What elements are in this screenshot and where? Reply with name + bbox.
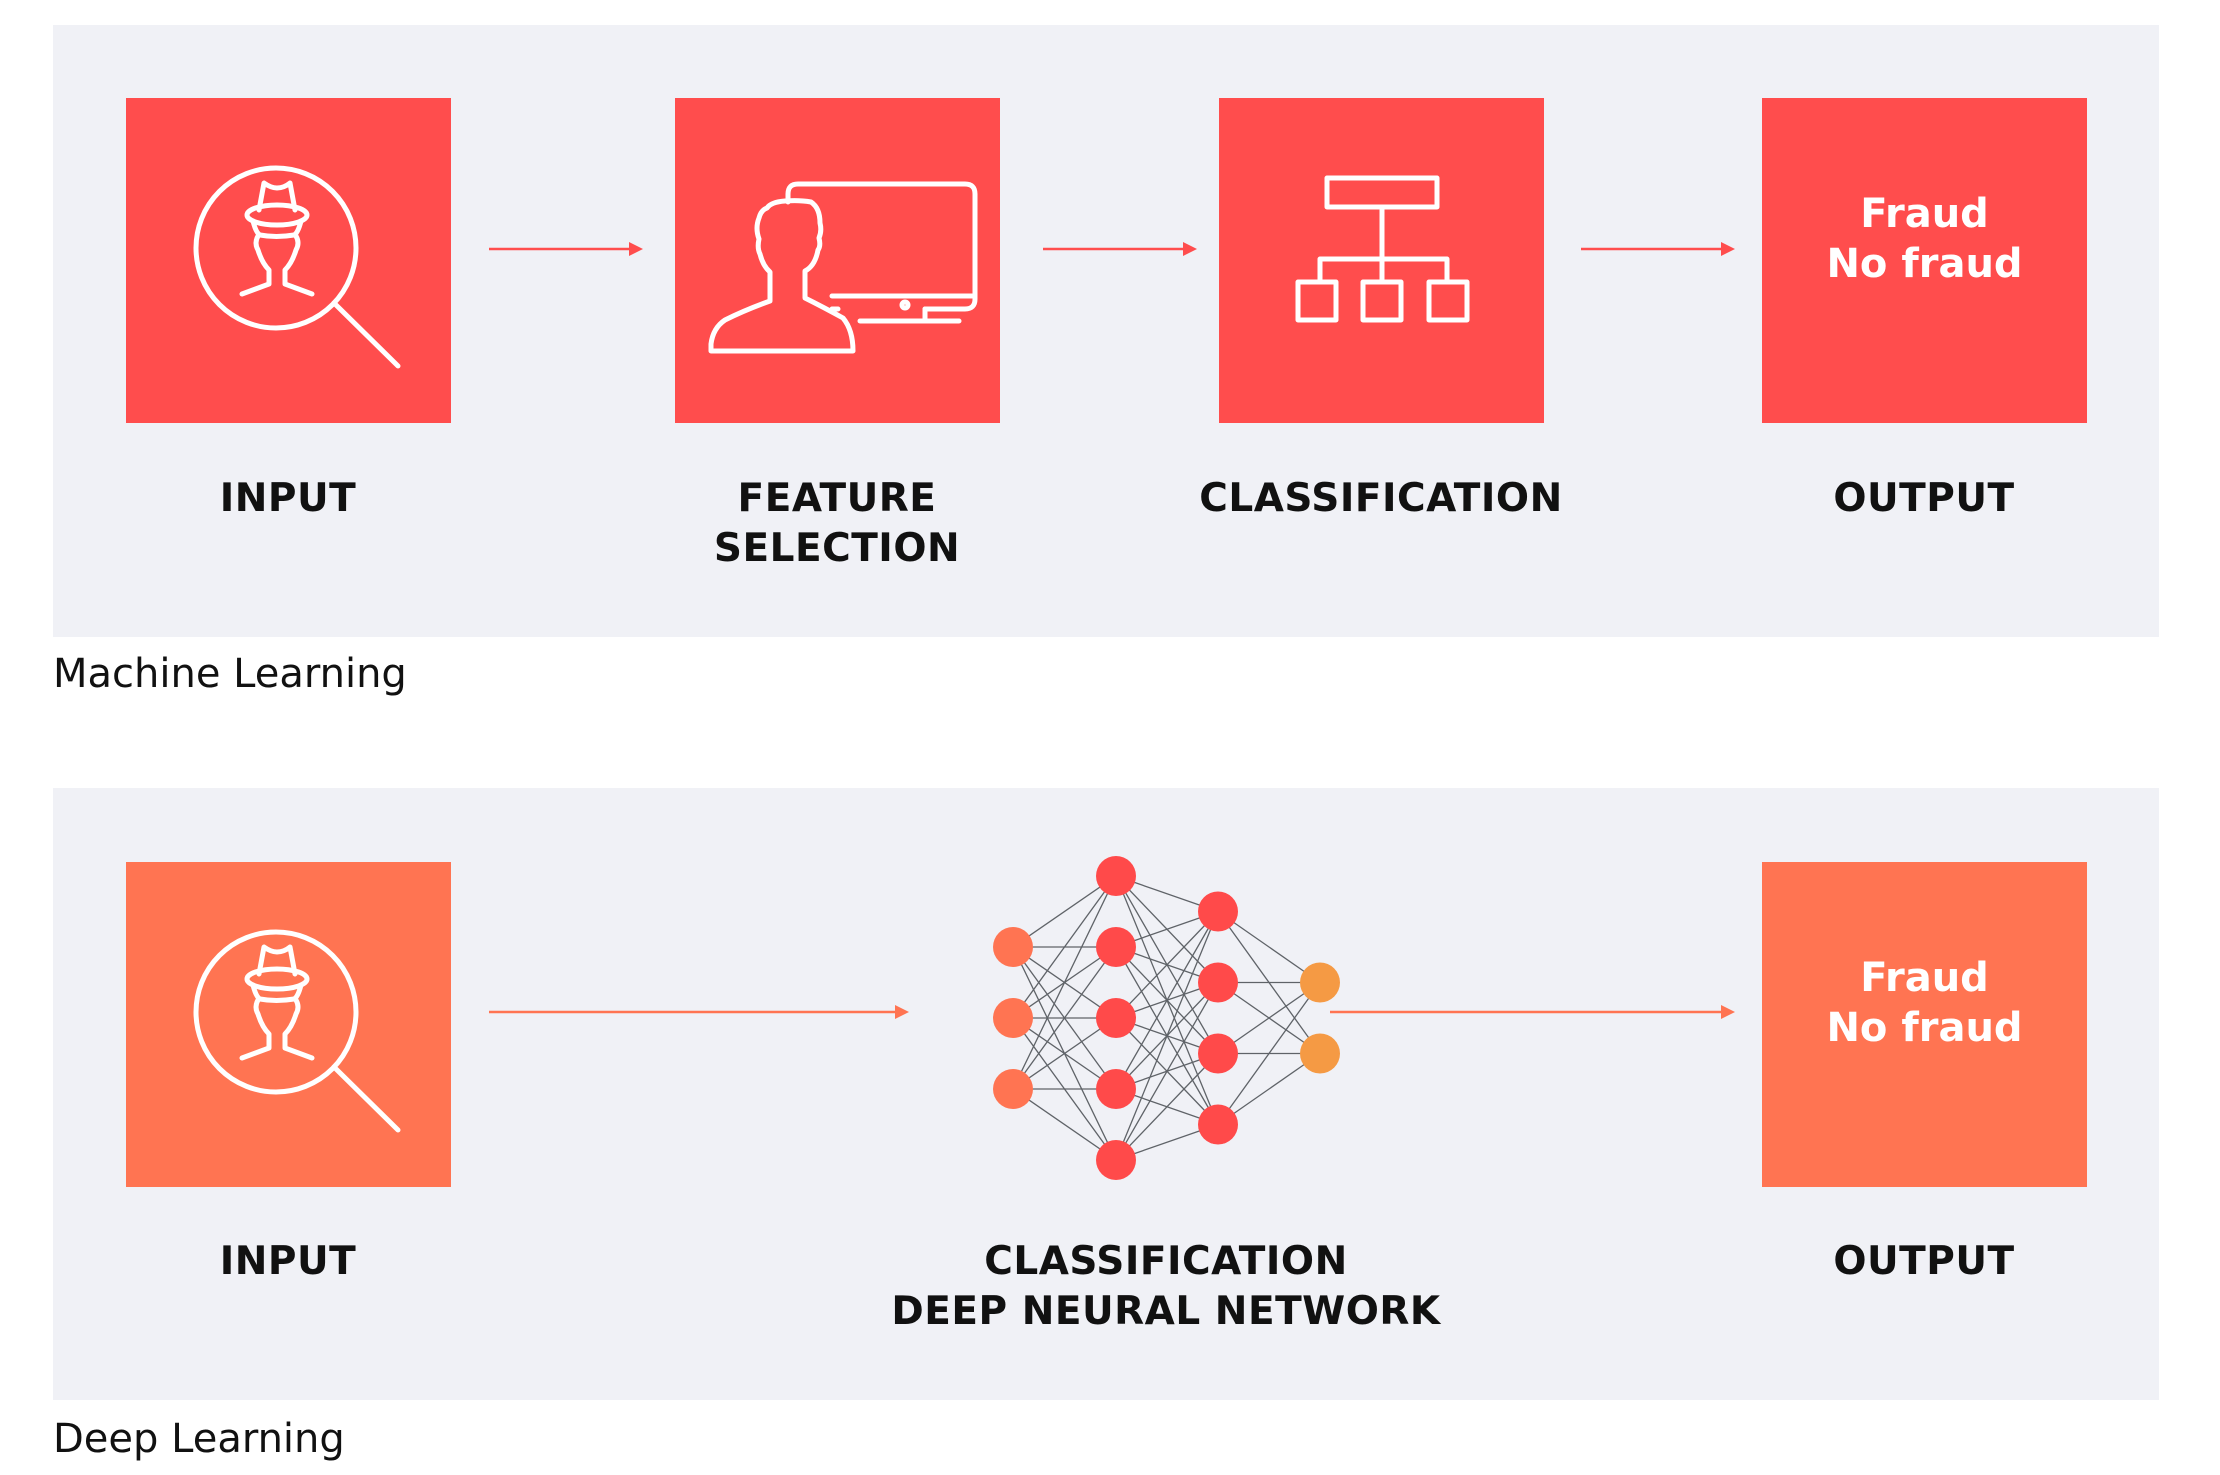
nn-edge-l0-2-1	[1012, 946, 1117, 1090]
nn-node-l0-1	[993, 998, 1033, 1038]
nn-edge-l0-2-4	[1012, 1088, 1117, 1161]
ml-arrow-3	[1581, 242, 1735, 256]
nn-edge-l1-4-1	[1115, 982, 1219, 1161]
dl-arrow-1	[489, 1005, 909, 1019]
nn-node-l1-2	[1096, 998, 1136, 1038]
nn-node-l3-1	[1300, 1033, 1340, 1074]
nn-edge-l1-2-0	[1115, 911, 1219, 1019]
ml-arrow-2	[1043, 242, 1197, 256]
nn-node-l2-2	[1198, 1033, 1238, 1074]
deep-learning-panel: Fraud No fraud INPUT CLASSIFICATION DEEP…	[53, 788, 2159, 1400]
ml-classification-box	[1219, 98, 1544, 423]
nn-node-l2-1	[1198, 962, 1238, 1003]
dl-output-box: Fraud No fraud	[1762, 862, 2087, 1187]
dl-input-box	[126, 862, 451, 1187]
ml-feature-selection-label: FEATURE SELECTION	[713, 476, 961, 571]
nn-edge-l1-4-2	[1115, 1053, 1219, 1161]
nn-node-l1-1	[1096, 927, 1136, 967]
nn-edge-l1-3-0	[1115, 911, 1219, 1090]
nn-node-l0-2	[993, 1069, 1033, 1109]
nn-edge-l2-3-1	[1217, 1052, 1321, 1126]
nn-node-l2-0	[1198, 891, 1238, 932]
nn-edge-l1-4-0	[1115, 911, 1219, 1161]
hierarchy-icon	[1295, 175, 1470, 323]
detective-search-icon	[193, 929, 401, 1133]
nn-node-l2-3	[1198, 1104, 1238, 1145]
ml-arrow-1	[489, 242, 643, 256]
detective-search-icon	[193, 165, 401, 369]
ml-output-text: Fraud No fraud	[1826, 190, 2023, 287]
ml-classification-label: CLASSIFICATION	[1199, 476, 1563, 521]
nn-edge-l2-2-0	[1217, 981, 1321, 1055]
nn-node-l0-0	[993, 927, 1033, 967]
dl-arrow-2	[1330, 1005, 1735, 1019]
nn-edge-l2-0-0	[1217, 910, 1321, 984]
nn-node-l1-3	[1096, 1069, 1136, 1109]
nn-node-l1-4	[1096, 1140, 1136, 1180]
ml-feature-selection-box	[675, 98, 1000, 423]
nn-edge-l2-3-0	[1217, 982, 1321, 1125]
ml-input-label: INPUT	[219, 476, 357, 521]
person-computer-icon	[708, 181, 978, 354]
ml-input-box	[126, 98, 451, 423]
dl-classification-label: CLASSIFICATION DEEP NEURAL NETWORK	[891, 1239, 1441, 1334]
machine-learning-caption: Machine Learning	[53, 651, 407, 697]
nn-edge-l0-1-0	[1012, 875, 1117, 1019]
deep-learning-caption: Deep Learning	[53, 1416, 345, 1462]
nn-node-l1-0	[1096, 856, 1136, 896]
nn-node-l3-0	[1300, 962, 1340, 1003]
dl-input-label: INPUT	[219, 1239, 357, 1284]
nn-edge-l0-2-0	[1012, 875, 1117, 1090]
machine-learning-panel: Fraud No fraud INPUT FEATURE SELECTION C…	[53, 25, 2159, 637]
nn-edge-l0-2-2	[1012, 1017, 1117, 1090]
dl-output-text: Fraud No fraud	[1826, 954, 2023, 1051]
neural-network-icon	[993, 856, 1340, 1180]
dl-output-label: OUTPUT	[1833, 1239, 2015, 1284]
nn-edge-l0-0-0	[1012, 875, 1117, 948]
ml-output-box: Fraud No fraud	[1762, 98, 2087, 423]
ml-output-label: OUTPUT	[1833, 476, 2015, 521]
